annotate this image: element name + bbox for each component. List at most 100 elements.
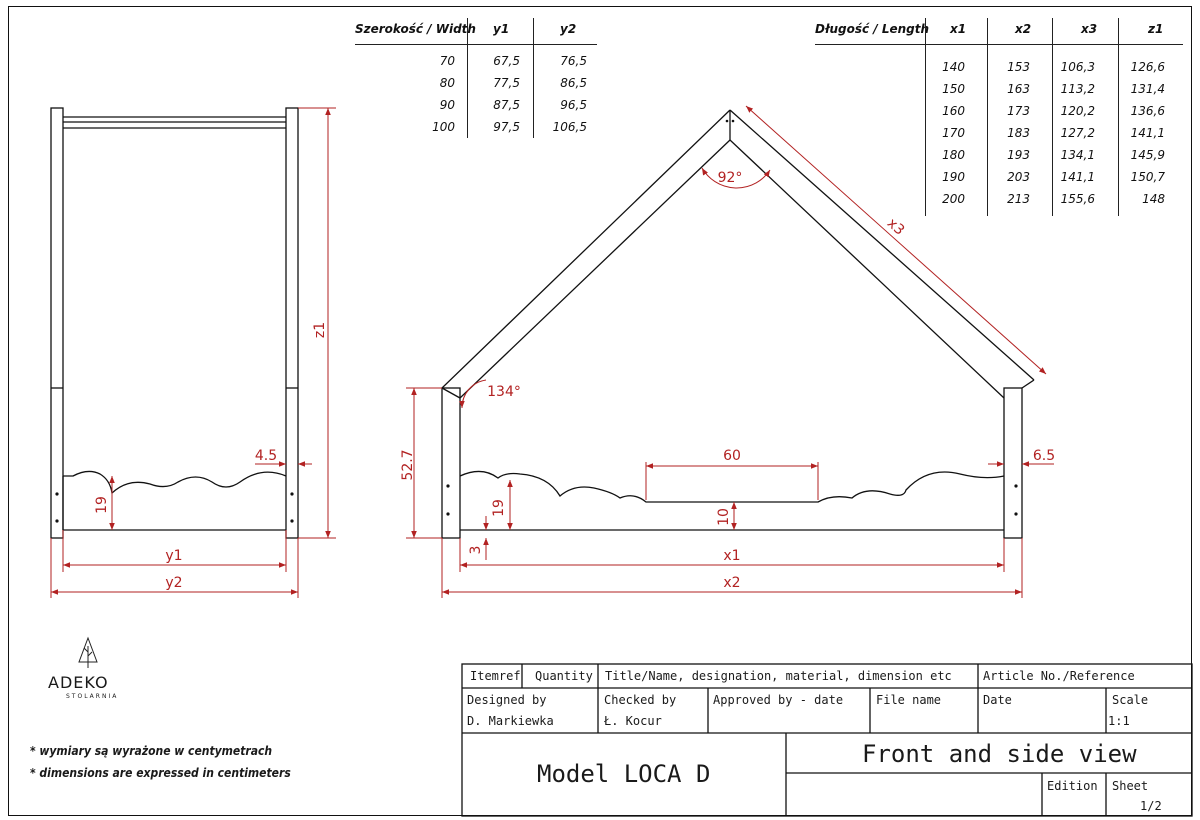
roof-left-inner	[459, 139, 731, 399]
width-col-y2: y2	[560, 22, 577, 36]
tb-sheet-value: 1/2	[1140, 799, 1162, 813]
length-table-header: Długość / Length	[815, 22, 930, 36]
y2-label: y2	[165, 575, 182, 591]
tb-article: Article No./Reference	[983, 669, 1135, 683]
angle-134-label: 134°	[487, 384, 521, 400]
roof-left-outer	[441, 109, 731, 389]
length-col-z1: z1	[1148, 22, 1164, 36]
width-cell-w: 100	[432, 120, 455, 134]
tb-sheet: Sheet	[1112, 779, 1149, 793]
tb-checker: Ł. Kocur	[604, 714, 662, 728]
width-cell-w: 80	[439, 76, 455, 90]
width-table-header: Szerokość / Width	[355, 22, 476, 36]
front-19-label: 19	[491, 499, 507, 517]
z1-label: z1	[312, 322, 328, 338]
tb-designed-by: Designed by	[467, 693, 547, 707]
h527-label: 52.7	[400, 449, 416, 480]
length-cell-x2: 155,6	[1060, 192, 1095, 206]
tree-icon	[78, 636, 98, 668]
logo-subtitle: STOLARNIA	[66, 693, 119, 700]
front-left-post	[441, 387, 461, 539]
tb-title-name: Title/Name, designation, material, dimen…	[605, 669, 952, 683]
width-table-sep2	[533, 18, 534, 138]
d60-label: 60	[723, 448, 741, 464]
length-cell-l: 150	[942, 82, 965, 96]
note-english: * dimensions are expressed in centimeter…	[30, 766, 291, 780]
length-cell-x3: 126,6	[1130, 60, 1165, 74]
title-block	[461, 663, 1193, 817]
front-cloud-edge	[459, 470, 1005, 503]
d10-label: 10	[716, 508, 732, 526]
tb-scale-value: 1:1	[1108, 714, 1130, 728]
side-45-label: 4.5	[255, 448, 277, 464]
length-col-x1: x1	[950, 22, 967, 36]
x2-label: x2	[723, 575, 740, 591]
width-cell-y1: 77,5	[493, 76, 520, 90]
side-dimensions	[50, 107, 336, 598]
length-cell-x2: 120,2	[1060, 104, 1095, 118]
width-cell-y2: 76,5	[560, 54, 587, 68]
width-cell-y1: 97,5	[493, 120, 520, 134]
length-cell-x3: 145,9	[1130, 148, 1165, 162]
width-table: Szerokość / Width y1 y2 70 67,5 76,5 80 77,5…	[355, 18, 600, 138]
width-table-sep1	[467, 18, 468, 138]
side-screws	[55, 492, 294, 523]
width-cell-y2: 106,5	[552, 120, 587, 134]
angle-134-arc	[459, 379, 487, 409]
tb-approved: Approved by - date	[713, 693, 844, 707]
d65-label: 6.5	[1033, 448, 1055, 464]
length-table-rule	[815, 44, 1183, 45]
tb-file-name: File name	[876, 693, 942, 707]
length-cell-x2: 134,1	[1060, 148, 1095, 162]
length-table-sep4	[1118, 18, 1119, 216]
tb-checked-by: Checked by	[604, 693, 677, 707]
side-19-label: 19	[94, 496, 110, 514]
side-view	[50, 107, 299, 539]
length-cell-x2: 141,1	[1060, 170, 1095, 184]
width-cell-w: 90	[439, 98, 455, 112]
d3-label: 3	[468, 546, 484, 555]
length-col-x2: x2	[1015, 22, 1032, 36]
length-cell-x3: 131,4	[1130, 82, 1165, 96]
tb-view: Front and side view	[862, 740, 1137, 768]
front-dimensions	[406, 105, 1054, 598]
x1-label: x1	[723, 548, 740, 564]
width-cell-y2: 86,5	[560, 76, 587, 90]
side-right-post	[285, 107, 299, 539]
tb-edition: Edition	[1047, 779, 1098, 793]
width-cell-y1: 67,5	[493, 54, 520, 68]
length-cell-x3: 148	[1142, 192, 1165, 206]
tb-itemref: Itemref	[470, 669, 521, 683]
width-cell-w: 70	[439, 54, 455, 68]
tb-date: Date	[983, 693, 1012, 707]
length-cell-x2: 106,3	[1060, 60, 1095, 74]
tb-scale: Scale	[1112, 693, 1149, 707]
roof-right-inner	[729, 139, 1005, 399]
side-left-post	[50, 107, 64, 539]
tb-designer: D. Markiewka	[467, 714, 554, 728]
width-cell-y2: 96,5	[560, 98, 587, 112]
x3-dim-line	[745, 105, 1047, 375]
width-cell-y1: 87,5	[493, 98, 520, 112]
tb-quantity: Quantity	[535, 669, 593, 683]
length-cell-l: 140	[942, 60, 965, 74]
front-right-post	[1003, 387, 1023, 539]
front-screws	[446, 119, 1018, 516]
length-cell-x2: 127,2	[1060, 126, 1095, 140]
length-cell-x1: 153	[1007, 60, 1030, 74]
roof-right-outer	[729, 109, 1035, 381]
tb-model: Model LOCA D	[537, 760, 711, 788]
note-polish: * wymiary są wyrażone w centymetrach	[30, 744, 273, 758]
width-col-y1: y1	[493, 22, 510, 36]
length-cell-x2: 113,2	[1060, 82, 1095, 96]
length-cell-x3: 141,1	[1130, 126, 1165, 140]
width-table-rule	[355, 44, 597, 45]
length-cell-x1: 163	[1007, 82, 1030, 96]
logo-name: ADEKO	[48, 673, 109, 692]
length-table-sep3	[1052, 18, 1053, 216]
x3-label: x3	[884, 215, 907, 238]
length-cell-x3: 136,6	[1130, 104, 1165, 118]
angle-92-label: 92°	[718, 170, 743, 186]
